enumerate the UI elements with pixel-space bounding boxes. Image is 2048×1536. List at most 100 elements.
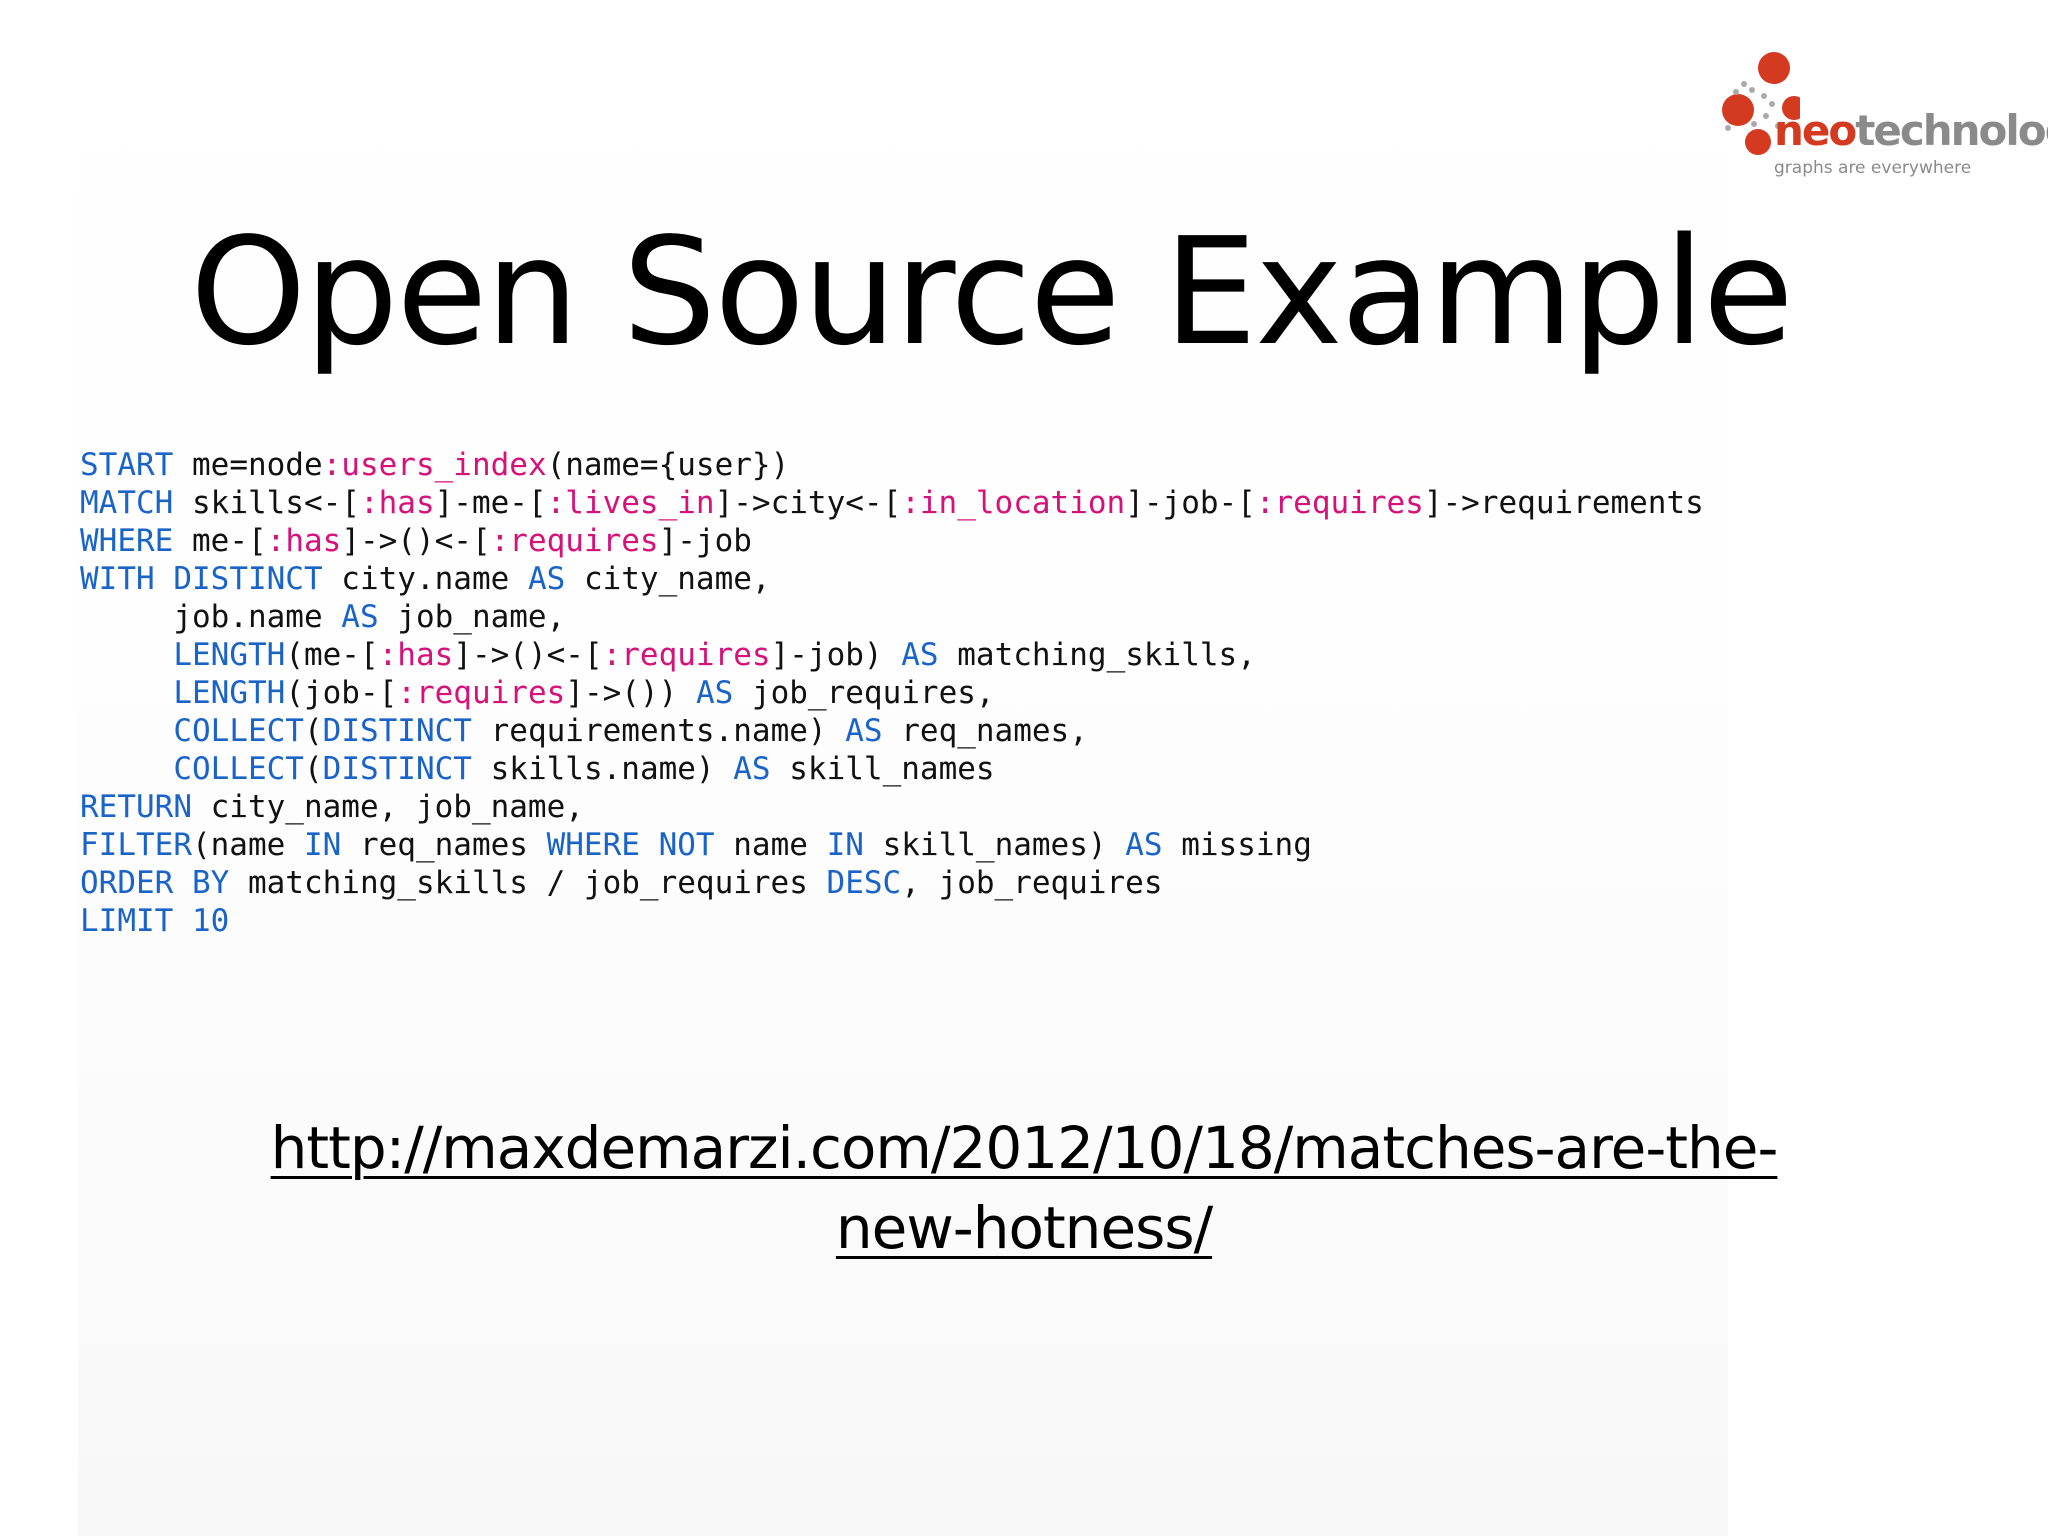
code-text: ]->requirements bbox=[1423, 485, 1704, 521]
code-text: requirements.name) bbox=[471, 713, 846, 749]
code-keyword: AS bbox=[527, 561, 566, 597]
code-text: ( bbox=[303, 751, 323, 787]
source-link-line-2[interactable]: new-hotness/ bbox=[835, 1194, 1213, 1262]
code-line: START me=node:users_index(name={user}) bbox=[80, 446, 1704, 484]
code-line: COLLECT(DISTINCT requirements.name) AS r… bbox=[80, 712, 1704, 750]
code-text: ]->()<-[ bbox=[341, 523, 491, 559]
code-text: (name bbox=[191, 827, 304, 863]
code-line: job.name AS job_name, bbox=[80, 598, 1704, 636]
code-text: ]-job bbox=[658, 523, 752, 559]
code-keyword: IN bbox=[303, 827, 342, 863]
source-link-block: http://maxdemarzi.com/2012/10/18/matches… bbox=[0, 1108, 2048, 1268]
code-text: skill_names) bbox=[863, 827, 1126, 863]
code-text: skill_names bbox=[770, 751, 995, 787]
code-text: ]->()) bbox=[565, 675, 696, 711]
code-line: WHERE me-[:has]->()<-[:requires]-job bbox=[80, 522, 1704, 560]
code-keyword: AS bbox=[1125, 827, 1163, 863]
slide-title: Open Source Example bbox=[190, 206, 1794, 378]
code-line: MATCH skills<-[:has]-me-[:lives_in]->cit… bbox=[80, 484, 1704, 522]
slide-background-panel bbox=[78, 0, 1728, 1536]
code-text: job_requires, bbox=[733, 675, 995, 711]
code-text: ]-me-[ bbox=[434, 485, 547, 521]
code-line: FILTER(name IN req_names WHERE NOT name … bbox=[80, 826, 1704, 864]
code-keyword: AS bbox=[733, 751, 771, 787]
code-keyword: IN bbox=[826, 827, 864, 863]
code-text: ]-job) bbox=[770, 637, 902, 673]
code-text: skills.name) bbox=[471, 751, 734, 787]
code-text: matching_skills, bbox=[938, 637, 1256, 673]
code-text bbox=[640, 827, 659, 863]
code-text: , job_requires bbox=[901, 865, 1163, 901]
code-text: me=node bbox=[173, 447, 323, 483]
code-line: COLLECT(DISTINCT skills.name) AS skill_n… bbox=[80, 750, 1704, 788]
code-relationship: :has bbox=[378, 637, 454, 673]
code-line: WITH DISTINCT city.name AS city_name, bbox=[80, 560, 1704, 598]
code-text: ]-job-[ bbox=[1125, 485, 1256, 521]
code-keyword: WHERE bbox=[546, 827, 640, 863]
code-text: (name={user}) bbox=[546, 447, 790, 483]
logo-tagline: graphs are everywhere bbox=[1774, 158, 1972, 178]
code-keyword: WHERE bbox=[80, 523, 174, 559]
code-keyword: DESC bbox=[826, 865, 902, 901]
code-text: req_names bbox=[341, 827, 547, 863]
code-keyword: DISTINCT bbox=[322, 751, 472, 787]
code-relationship: :lives_in bbox=[546, 485, 715, 521]
code-text: ( bbox=[303, 713, 323, 749]
code-keyword: AS bbox=[901, 637, 939, 673]
cypher-code-block: START me=node:users_index(name={user})MA… bbox=[80, 446, 1704, 940]
code-text: ]->city<-[ bbox=[714, 485, 902, 521]
code-line: ORDER BY matching_skills / job_requires … bbox=[80, 864, 1704, 902]
graph-dots-icon bbox=[1722, 52, 1800, 155]
code-text: name bbox=[714, 827, 827, 863]
code-keyword: DISTINCT bbox=[173, 561, 323, 597]
code-text: matching_skills / job_requires bbox=[229, 865, 827, 901]
code-text bbox=[80, 751, 173, 787]
code-keyword: LENGTH bbox=[173, 675, 286, 711]
code-relationship: :requires bbox=[397, 675, 566, 711]
code-text: me-[ bbox=[173, 523, 267, 559]
code-keyword: COLLECT bbox=[173, 713, 304, 749]
code-keyword: NOT bbox=[658, 827, 715, 863]
code-keyword: LENGTH bbox=[173, 637, 286, 673]
code-keyword: AS bbox=[695, 675, 734, 711]
logo-wordmark: neotechnology bbox=[1774, 110, 2048, 152]
code-text bbox=[155, 561, 174, 597]
code-text: city.name bbox=[322, 561, 528, 597]
code-text bbox=[173, 903, 192, 939]
code-text: city_name, job_name, bbox=[191, 789, 584, 825]
code-text: job.name bbox=[80, 599, 342, 635]
code-keyword: START bbox=[80, 447, 174, 483]
code-keyword: AS bbox=[341, 599, 379, 635]
code-keyword: ORDER BY bbox=[80, 865, 230, 901]
code-keyword: COLLECT bbox=[173, 751, 304, 787]
code-text bbox=[80, 713, 173, 749]
code-text: job_name, bbox=[378, 599, 566, 635]
code-relationship: :in_location bbox=[901, 485, 1126, 521]
code-keyword: AS bbox=[845, 713, 883, 749]
code-text: city_name, bbox=[565, 561, 771, 597]
code-text: skills<-[ bbox=[173, 485, 360, 521]
code-relationship: :requires bbox=[602, 637, 771, 673]
code-relationship: :has bbox=[359, 485, 435, 521]
code-relationship: :users_index bbox=[322, 447, 547, 483]
code-keyword: DISTINCT bbox=[322, 713, 472, 749]
code-relationship: :requires bbox=[490, 523, 659, 559]
code-keyword: LIMIT bbox=[80, 903, 174, 939]
code-text: (job-[ bbox=[285, 675, 398, 711]
code-relationship: :has bbox=[266, 523, 342, 559]
code-line: RETURN city_name, job_name, bbox=[80, 788, 1704, 826]
code-text bbox=[80, 675, 173, 711]
code-line: LIMIT 10 bbox=[80, 902, 1704, 940]
logo-wordmark-technology: technology bbox=[1855, 106, 2048, 155]
code-line: LENGTH(me-[:has]->()<-[:requires]-job) A… bbox=[80, 636, 1704, 674]
code-text: ]->()<-[ bbox=[453, 637, 603, 673]
code-text: req_names, bbox=[882, 713, 1088, 749]
code-text: (me-[ bbox=[285, 637, 379, 673]
code-text bbox=[80, 637, 173, 673]
code-relationship: :requires bbox=[1255, 485, 1424, 521]
code-keyword: WITH bbox=[80, 561, 155, 597]
code-keyword: FILTER bbox=[80, 827, 192, 863]
code-keyword: MATCH bbox=[80, 485, 174, 521]
source-link-line-1[interactable]: http://maxdemarzi.com/2012/10/18/matches… bbox=[270, 1114, 1779, 1182]
